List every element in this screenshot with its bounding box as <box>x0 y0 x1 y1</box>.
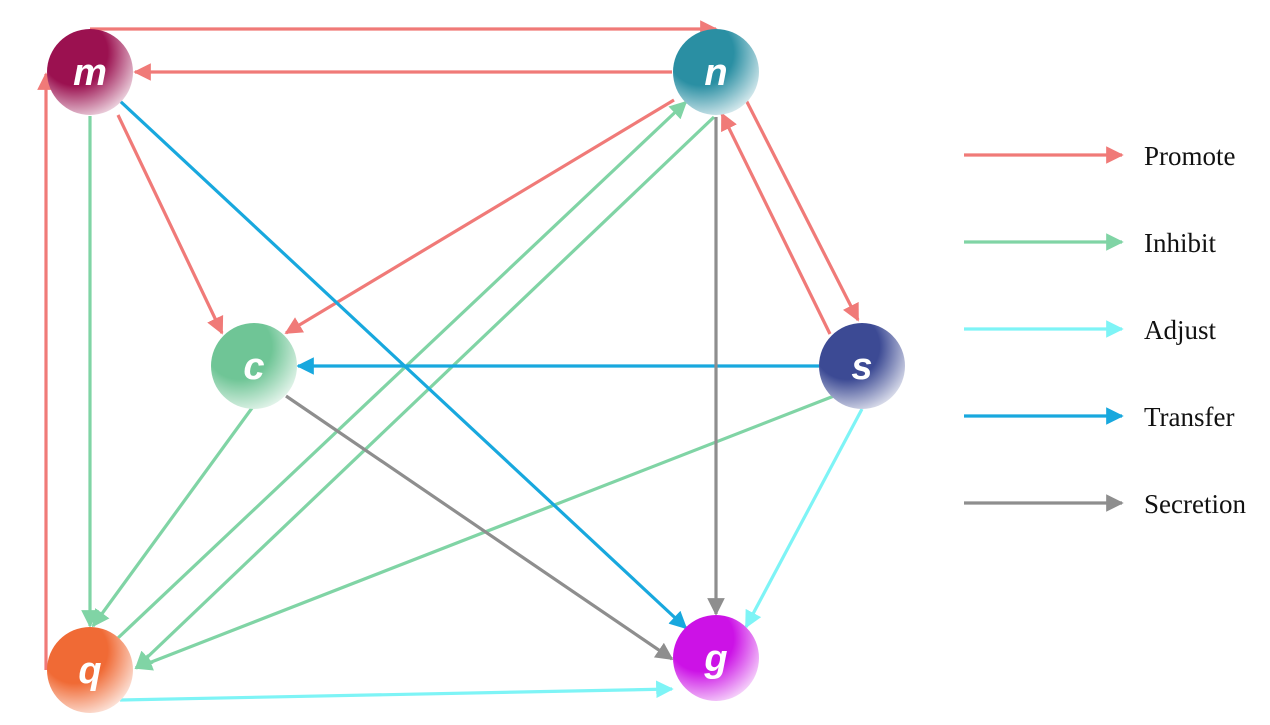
node-q-circle <box>47 627 133 713</box>
edge-c-to-q-inhibit <box>91 407 254 628</box>
node-m-label: m <box>73 52 107 94</box>
node-n: n <box>673 29 759 115</box>
edge-n-to-s-promote <box>744 99 860 322</box>
legend-label-secretion: Secretion <box>1144 489 1246 519</box>
node-s-label: s <box>851 346 872 388</box>
node-n-label: n <box>704 52 727 94</box>
edges-layer <box>37 20 864 702</box>
node-m-circle <box>47 29 133 115</box>
edge-n-to-c-promote <box>284 98 675 335</box>
legend-item-adjust: Adjust <box>964 315 1217 345</box>
legend-label-promote: Promote <box>1144 141 1236 171</box>
edge-c-to-g-secretion <box>285 394 674 661</box>
edge-m-to-c-promote <box>116 114 224 335</box>
edge-s-to-n-promote <box>720 112 832 335</box>
legend-label-adjust: Adjust <box>1144 315 1217 345</box>
node-s-circle <box>819 323 905 409</box>
legend-item-promote: Promote <box>964 141 1236 171</box>
legend-item-transfer: Transfer <box>964 402 1235 432</box>
legend-label-transfer: Transfer <box>1144 402 1235 432</box>
node-g-circle <box>673 615 759 701</box>
legend-item-secretion: Secretion <box>964 489 1246 519</box>
edge-n-to-q-inhibit <box>134 115 716 670</box>
edge-q-to-g-adjust <box>119 680 674 702</box>
legend-label-inhibit: Inhibit <box>1144 228 1216 258</box>
legend-item-inhibit: Inhibit <box>964 228 1216 258</box>
node-g-label: g <box>703 638 727 680</box>
nodes-layer: m n c s q g <box>47 29 905 713</box>
node-s: s <box>819 323 905 409</box>
node-c: c <box>211 323 297 409</box>
node-c-label: c <box>243 346 264 388</box>
node-g: g <box>673 615 759 701</box>
edge-q-to-n-inhibit <box>116 100 688 640</box>
node-n-circle <box>673 29 759 115</box>
node-q-label: q <box>78 650 101 692</box>
node-q: q <box>47 627 133 713</box>
node-m: m <box>47 29 133 115</box>
edge-s-to-g-adjust <box>744 408 864 629</box>
node-c-circle <box>211 323 297 409</box>
